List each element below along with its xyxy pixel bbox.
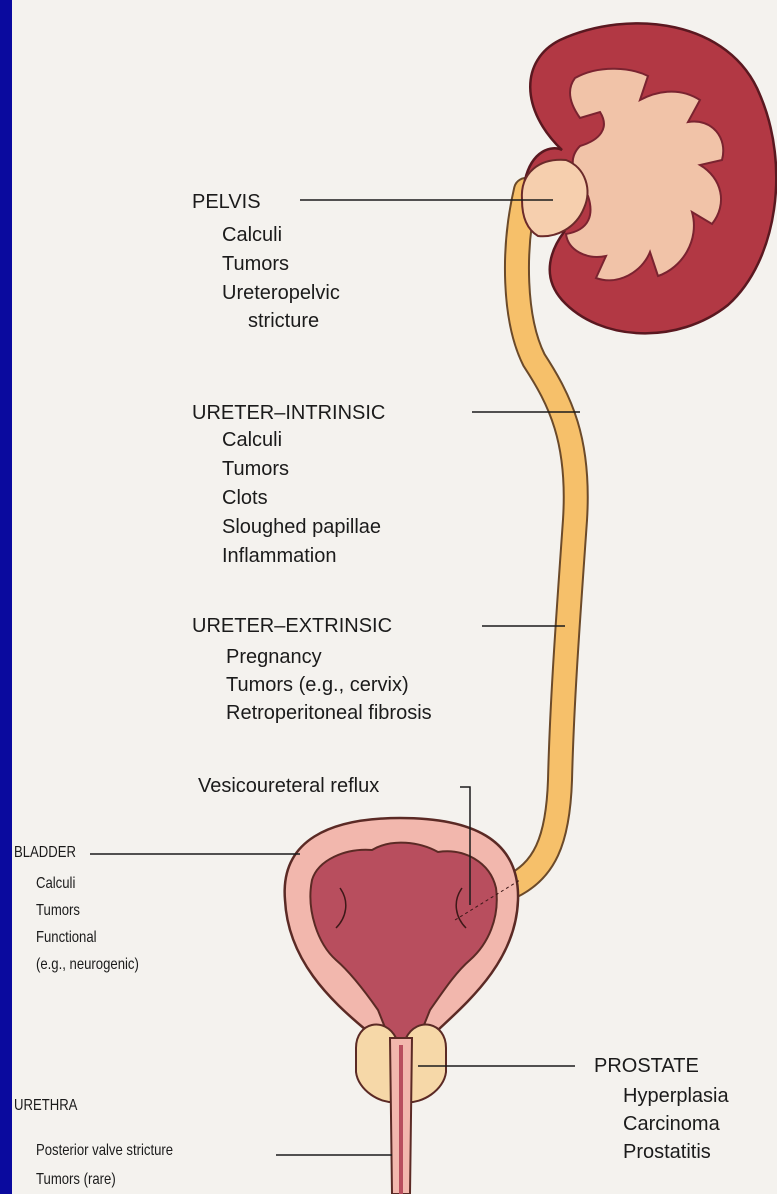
prostate-item: Carcinoma — [623, 1114, 720, 1134]
ureter-intrinsic-item: Calculi — [222, 430, 282, 450]
ureter-intrinsic-title: URETER–INTRINSIC — [192, 403, 385, 423]
pelvis-title: PELVIS — [192, 192, 261, 212]
bladder-item: Calculi — [36, 876, 84, 892]
ureter-extrinsic-item: Pregnancy — [226, 647, 322, 667]
prostate-title: PROSTATE — [594, 1056, 699, 1076]
ureter-intrinsic-item: Sloughed papillae — [222, 517, 381, 537]
ureter-intrinsic-item: Tumors — [222, 459, 289, 479]
pelvis-item: Tumors — [222, 254, 289, 274]
bladder-title: BLADDER — [14, 845, 90, 861]
bladder-lumen — [310, 843, 496, 1060]
bladder-item: (e.g., neurogenic) — [36, 957, 161, 973]
urethra-title: URETHRA — [14, 1098, 91, 1114]
ureter-extrinsic-item: Retroperitoneal fibrosis — [226, 703, 432, 723]
bladder-item: Functional — [36, 930, 110, 946]
urethra-item: Tumors (rare) — [36, 1172, 133, 1188]
prostate-item: Hyperplasia — [623, 1086, 729, 1106]
pelvis-item: Ureteropelvic — [222, 283, 340, 303]
ureter-intrinsic-item: Clots — [222, 488, 268, 508]
ureter-intrinsic-item: Inflammation — [222, 546, 337, 566]
vesicoureteral-reflux-label: Vesicoureteral reflux — [198, 776, 379, 796]
ureter-extrinsic-title: URETER–EXTRINSIC — [192, 616, 392, 636]
prostate-item: Prostatitis — [623, 1142, 711, 1162]
bladder-item: Tumors — [36, 903, 90, 919]
ureter-extrinsic-item: Tumors (e.g., cervix) — [226, 675, 409, 695]
urethra-item: Posterior valve stricture — [36, 1143, 203, 1159]
pelvis-item: stricture — [248, 311, 319, 331]
pelvis-item: Calculi — [222, 225, 282, 245]
